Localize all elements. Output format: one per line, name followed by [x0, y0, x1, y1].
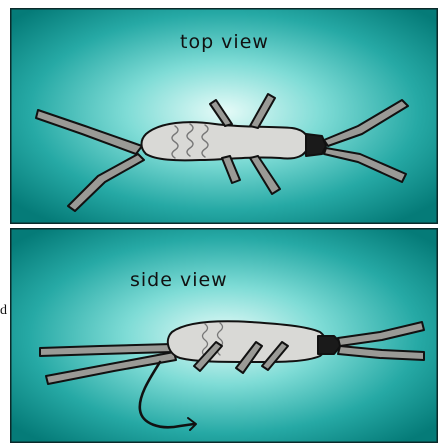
top-view-panel: top view — [10, 8, 438, 224]
side-view-panel: side view — [10, 228, 438, 443]
side-view-drawing: side view — [10, 228, 438, 443]
side-view-label: side view — [130, 269, 228, 291]
head — [306, 134, 326, 156]
caption-fragment: d — [0, 303, 7, 319]
top-view-label: top view — [180, 31, 269, 53]
body — [142, 122, 309, 160]
illustration-frame: top view — [10, 8, 438, 443]
top-view-drawing: top view — [10, 8, 438, 224]
